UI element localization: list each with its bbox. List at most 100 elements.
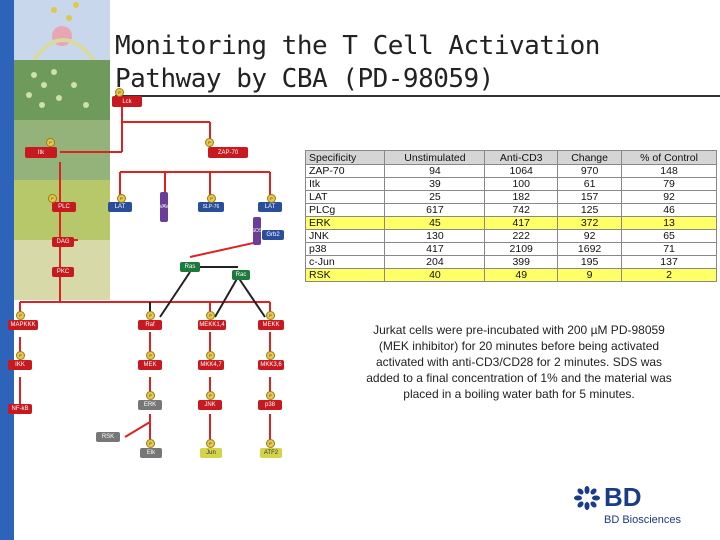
node-ikk: IKK xyxy=(8,360,32,370)
table-cell-unstim: 39 xyxy=(384,177,486,191)
table-cell-specificity: ZAP-70 xyxy=(304,164,386,178)
table-cell-unstim: 94 xyxy=(384,164,486,178)
results-table: Specificity Unstimulated Anti-CD3 Change… xyxy=(304,150,717,282)
table-cell-unstim: 617 xyxy=(384,203,486,217)
slide-title: Monitoring the T Cell Activation Pathway… xyxy=(115,30,720,96)
node-vav: VAV xyxy=(159,192,169,222)
bd-logo-text: BD xyxy=(604,482,642,512)
decorative-side-strip xyxy=(0,0,110,540)
table-cell-anticd3: 742 xyxy=(484,203,559,217)
table-cell-change: 9 xyxy=(557,268,623,282)
table-cell-pct: 137 xyxy=(621,255,717,269)
node-mapkkk: MAPKKK xyxy=(8,320,38,330)
node-elk: Elk xyxy=(140,448,162,458)
table-cell-specificity: JNK xyxy=(304,229,386,243)
node-erk: ERK xyxy=(138,400,162,410)
phospho-marker: P xyxy=(267,194,276,203)
phospho-marker: P xyxy=(16,351,25,360)
table-cell-unstim: 204 xyxy=(384,255,486,269)
table-cell-anticd3: 1064 xyxy=(484,164,559,178)
phospho-marker: P xyxy=(206,351,215,360)
table-cell-anticd3: 222 xyxy=(484,229,559,243)
phospho-marker: P xyxy=(206,391,215,400)
table-header-row: Specificity Unstimulated Anti-CD3 Change… xyxy=(304,150,717,165)
table-cell-change: 372 xyxy=(557,216,623,230)
node-jnk: JNK xyxy=(198,400,222,410)
node-mekk14: MEKK1,4 xyxy=(198,320,226,330)
table-cell-anticd3: 182 xyxy=(484,190,559,204)
phospho-marker: P xyxy=(207,194,216,203)
node-atf2: ATF2 xyxy=(260,448,282,458)
table-cell-change: 61 xyxy=(557,177,623,191)
table-cell-unstim: 25 xyxy=(384,190,486,204)
phospho-marker: P xyxy=(266,311,275,320)
phospho-marker: P xyxy=(117,194,126,203)
table-cell-anticd3: 399 xyxy=(484,255,559,269)
phospho-marker: P xyxy=(48,194,57,203)
signaling-pathway-diagram: Lck ZAP-70 Itk PLC LAT VAV SLP-76 LAT SO… xyxy=(0,88,300,540)
table-cell-specificity: Itk xyxy=(304,177,386,191)
table-cell-unstim: 45 xyxy=(384,216,486,230)
dotted-cell-icon xyxy=(26,69,89,108)
phospho-marker: P xyxy=(266,351,275,360)
table-cell-anticd3: 49 xyxy=(484,268,559,282)
table-cell-specificity: c-Jun xyxy=(304,255,386,269)
table-cell-anticd3: 100 xyxy=(484,177,559,191)
title-line-2: Pathway by CBA (PD-98059) xyxy=(115,64,494,94)
table-cell-anticd3: 2109 xyxy=(484,242,559,256)
node-mekk: MEKK xyxy=(258,320,284,330)
phospho-marker: P xyxy=(146,351,155,360)
node-plc: PLC xyxy=(52,202,76,212)
table-cell-change: 92 xyxy=(557,229,623,243)
table-cell-specificity: ERK xyxy=(304,216,386,230)
phospho-marker: P xyxy=(146,391,155,400)
phospho-marker: P xyxy=(115,88,124,97)
node-mkk36: MKK3,6 xyxy=(258,360,284,370)
node-rsk: RSK xyxy=(96,432,120,442)
node-pkc: PKC xyxy=(52,267,74,277)
phospho-marker: P xyxy=(205,138,214,147)
node-jun: Jun xyxy=(200,448,222,458)
phospho-marker: P xyxy=(146,439,155,448)
phospho-marker: P xyxy=(266,391,275,400)
node-rac: Rac xyxy=(232,270,250,280)
title-line-1: Monitoring the T Cell Activation xyxy=(115,31,600,61)
phospho-marker: P xyxy=(46,138,55,147)
node-sos: SOS xyxy=(252,217,262,245)
bd-biosciences-text: BD Biosciences xyxy=(604,514,682,526)
table-cell-pct: 148 xyxy=(621,164,717,178)
table-cell-pct: 2 xyxy=(621,268,717,282)
node-nfkb: NF-kB xyxy=(8,404,32,414)
table-cell-pct: 92 xyxy=(621,190,717,204)
table-cell-specificity: LAT xyxy=(304,190,386,204)
strip-panel xyxy=(14,300,110,540)
bd-starburst-icon xyxy=(574,486,600,510)
table-cell-pct: 71 xyxy=(621,242,717,256)
phospho-marker: P xyxy=(206,439,215,448)
table-cell-specificity: p38 xyxy=(304,242,386,256)
table-cell-unstim: 130 xyxy=(384,229,486,243)
table-cell-change: 1692 xyxy=(557,242,623,256)
phospho-marker: P xyxy=(146,311,155,320)
column-header-change: Change xyxy=(557,150,623,165)
table-cell-anticd3: 417 xyxy=(484,216,559,230)
node-raf: Raf xyxy=(138,320,162,330)
node-lat-left: LAT xyxy=(108,202,132,212)
node-dag: DAG xyxy=(52,237,74,247)
node-ras-mid: Ras xyxy=(180,262,200,272)
phospho-marker: P xyxy=(16,311,25,320)
table-cell-change: 157 xyxy=(557,190,623,204)
cell-image-icon xyxy=(32,2,96,62)
experiment-description: Jurkat cells were pre-incubated with 200… xyxy=(366,323,672,401)
phospho-marker: P xyxy=(206,311,215,320)
table-cell-change: 970 xyxy=(557,164,623,178)
node-zap70: ZAP-70 xyxy=(208,147,248,158)
table-cell-change: 125 xyxy=(557,203,623,217)
